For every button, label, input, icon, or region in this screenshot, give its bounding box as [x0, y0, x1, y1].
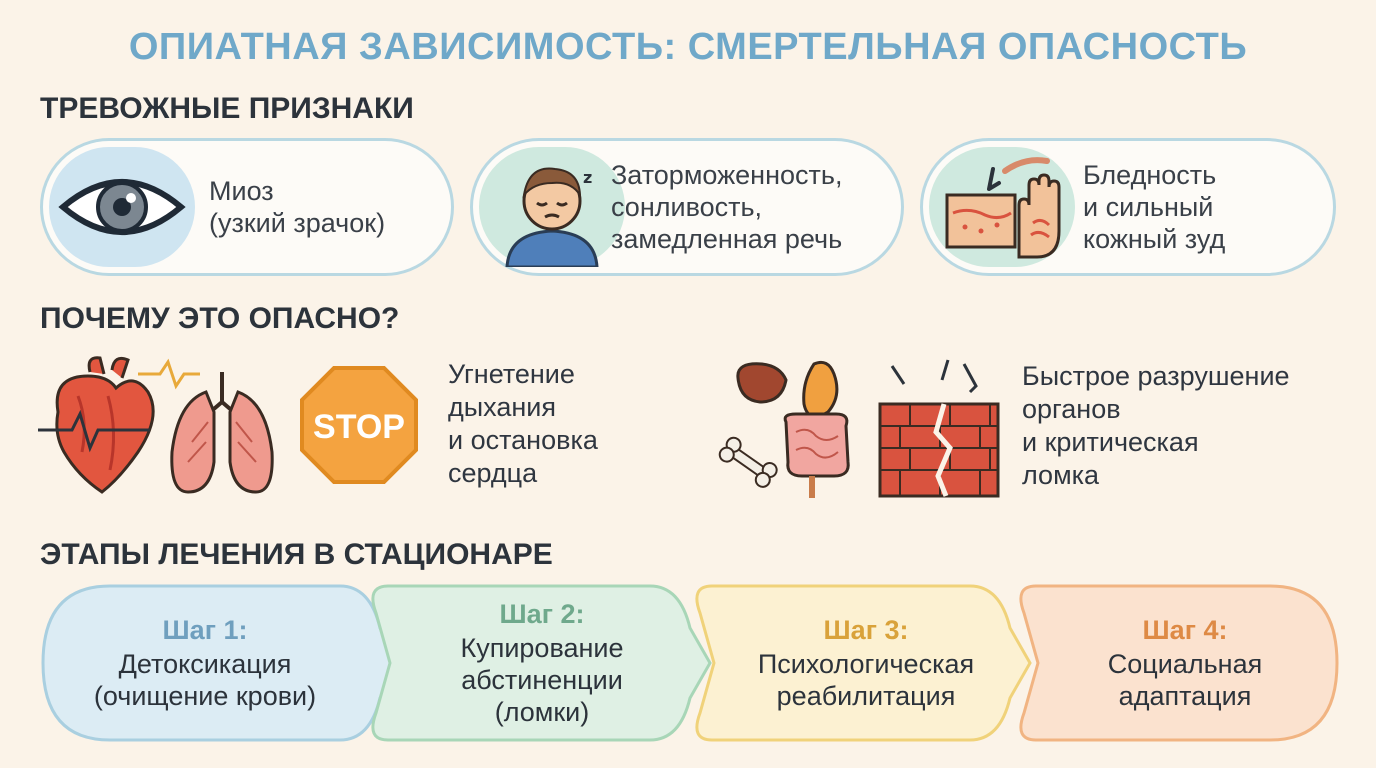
step-label: Шаг 4: — [1142, 615, 1228, 645]
crumbling-wall-icon — [878, 359, 1000, 498]
danger-text-respiratory: Угнетение дыхания и остановка сердца — [448, 358, 598, 490]
sign-text-line: Заторможенность, — [611, 160, 843, 190]
step-text-line: Социальная — [1107, 649, 1263, 679]
sign-card-pale-itchy: Бледность и сильный кожный зуд — [920, 138, 1336, 276]
step-text-line: реабилитация — [776, 681, 956, 711]
step-label: Шаг 3: — [823, 615, 909, 645]
danger-text-line: и критическая — [1022, 427, 1199, 457]
step-label: Шаг 1: — [162, 615, 248, 645]
sign-card-miosis: Миоз (узкий зрачок) — [40, 138, 454, 276]
sign-text-line: (узкий зрачок) — [209, 208, 386, 238]
step-text-line: абстиненции — [461, 665, 623, 695]
section-heading-signs: ТРЕВОЖНЫЕ ПРИЗНАКИ — [40, 92, 414, 125]
sign-text-line: Бледность — [1083, 160, 1217, 190]
itchy-skin-icon — [945, 157, 1061, 259]
heart-icon — [38, 356, 155, 494]
step-text-line: адаптация — [1118, 681, 1252, 711]
step-card-3: Шаг 3: Психологическая реабилитация — [716, 583, 1016, 743]
step-text-line: Психологическая — [757, 649, 975, 679]
step-card-2: Шаг 2: Купирование абстиненции (ломки) — [392, 583, 692, 743]
lungs-icon — [170, 372, 274, 494]
danger-text-line: органов — [1022, 394, 1121, 424]
danger-text-line: ломка — [1022, 460, 1100, 490]
step-card-4: Шаг 4: Социальная адаптация — [1040, 583, 1330, 743]
sign-card-drowsiness: z Заторможенность, сонливость, замедленн… — [470, 138, 904, 276]
step-text-line: (ломки) — [494, 697, 590, 727]
step-text-line: (очищение крови) — [93, 681, 317, 711]
danger-text-line: сердца — [448, 458, 538, 488]
danger-text-line: и остановка — [448, 425, 598, 455]
danger-text-line: дыхания — [448, 392, 556, 422]
step-label: Шаг 2: — [499, 599, 585, 629]
section-heading-danger: ПОЧЕМУ ЭТО ОПАСНО? — [40, 302, 400, 335]
step-card-1: Шаг 1: Детоксикация (очищение крови) — [60, 583, 350, 743]
danger-text-line: Угнетение — [448, 359, 575, 389]
sign-text-line: и сильный — [1083, 192, 1214, 222]
sleepy-person-icon: z — [505, 167, 599, 267]
sign-text-line: кожный зуд — [1083, 224, 1226, 254]
stop-sign-icon: STOP — [300, 366, 418, 484]
stop-sign-text: STOP — [313, 408, 405, 446]
page-title: ОПИАТНАЯ ЗАВИСИМОСТЬ: СМЕРТЕЛЬНАЯ ОПАСНО… — [128, 26, 1248, 68]
heart-lungs-icon — [38, 356, 274, 494]
section-heading-treatment: ЭТАПЫ ЛЕЧЕНИЯ В СТАЦИОНАРЕ — [40, 538, 553, 571]
svg-text:z: z — [583, 168, 592, 187]
step-text-line: Купирование — [460, 633, 624, 663]
eye-icon — [58, 179, 186, 235]
danger-text-line: Быстрое разрушение — [1022, 361, 1290, 391]
sign-text-line: сонливость, — [611, 192, 763, 222]
sign-text-line: замедленная речь — [611, 224, 843, 254]
step-text-line: Детоксикация — [118, 649, 292, 679]
danger-text-organs: Быстрое разрушение органов и критическая… — [1022, 360, 1290, 492]
steps-arrow-chain — [41, 584, 1339, 742]
organs-icon — [718, 360, 850, 498]
organs-wall-icon — [718, 359, 1000, 498]
sign-text-line: Миоз — [209, 176, 274, 206]
